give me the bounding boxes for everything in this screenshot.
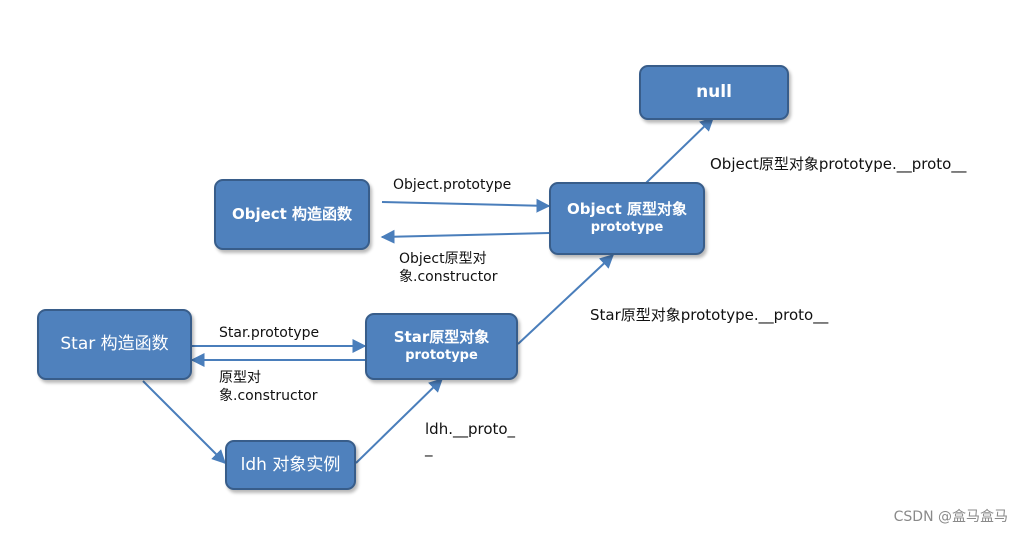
edge-label-ldh-proto-line2: _ (425, 439, 433, 457)
object-constructor-label: Object 构造函数 (231, 204, 353, 223)
star-constructor-label: Star 构造函数 (60, 334, 169, 355)
arrow-object-constructor (380, 229, 550, 244)
ldh-instance-node: ldh 对象实例 (225, 440, 356, 490)
edge-label-ldh-proto-line1: ldh.__proto_ (425, 420, 516, 438)
edge-label-star-constructor-line1: 原型对 (219, 370, 261, 386)
null-label: null (696, 82, 732, 103)
edge-label-star-constructor-line2: 象.constructor (219, 388, 318, 404)
edge-label-object-constructor-line1: Object原型对 (399, 251, 487, 267)
edge-label-object-prototype: Object.prototype (393, 177, 512, 193)
edge-label-object-constructor-line2: 象.constructor (399, 269, 498, 285)
arrow-object-proto-to-null (645, 117, 715, 184)
object-prototype-sub: prototype (590, 219, 664, 235)
edge-label-star-prototype: Star.prototype (219, 325, 320, 341)
arrow-star-proto-to-object-proto (517, 254, 615, 345)
star-prototype-sub: prototype (405, 347, 478, 363)
arrow-object-prototype (381, 198, 551, 213)
edge-label-star-proto-proto: Star原型对象prototype.__proto__ (590, 306, 829, 324)
null-node: null (639, 65, 789, 120)
object-constructor-node: Object 构造函数 (214, 179, 370, 250)
object-prototype-node: Object 原型对象 prototype (549, 182, 705, 255)
star-constructor-node: Star 构造函数 (37, 309, 192, 380)
csdn-watermark: CSDN @盒马盒马 (893, 509, 1008, 525)
star-prototype-node: Star原型对象 prototype (365, 313, 518, 380)
star-prototype-label: Star原型对象 (393, 328, 490, 347)
ldh-instance-label: ldh 对象实例 (240, 454, 341, 475)
object-prototype-label: Object 原型对象 (566, 200, 688, 219)
edge-label-object-proto-proto: Object原型对象prototype.__proto__ (710, 155, 967, 173)
arrow-star-ctor-to-ldh (142, 380, 226, 464)
arrow-ldh-to-star-proto (355, 378, 444, 464)
